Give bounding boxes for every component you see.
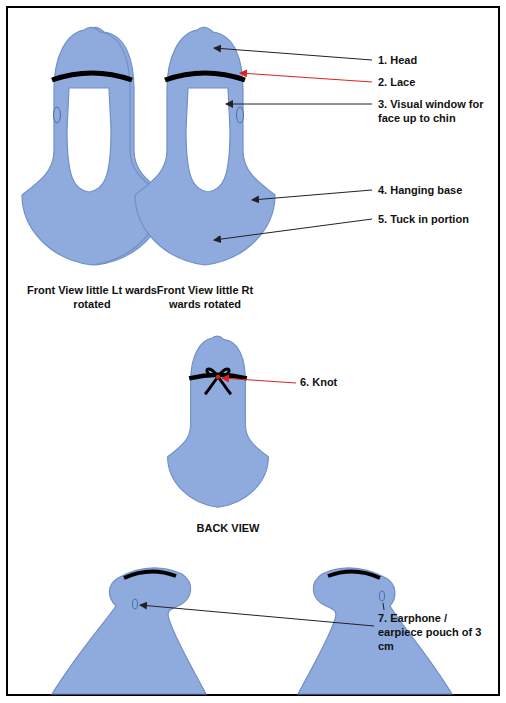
callout-label: 6. Knot (300, 376, 400, 390)
callout-label: 3. Visual window for face up to chin (378, 98, 493, 126)
back-hood (168, 336, 269, 507)
frame (7, 7, 499, 695)
front-hood-right (135, 27, 275, 265)
callout-label: 4. Hanging base (378, 184, 493, 198)
front-hood-left (22, 27, 166, 265)
callout-label: 7. Earphone / earpiece pouch of 3 cm (378, 612, 493, 653)
leader-lines (140, 48, 384, 626)
side-hood-left (52, 568, 206, 694)
view-caption: Front View little Rt wards rotated (140, 284, 270, 312)
view-caption: Front View little Lt wards rotated (22, 284, 162, 312)
view-caption: BACK VIEW (168, 522, 288, 536)
callout-label: 1. Head (378, 54, 493, 68)
callout-label: 2. Lace (378, 76, 493, 90)
callout-label: 5. Tuck in portion (378, 213, 493, 227)
